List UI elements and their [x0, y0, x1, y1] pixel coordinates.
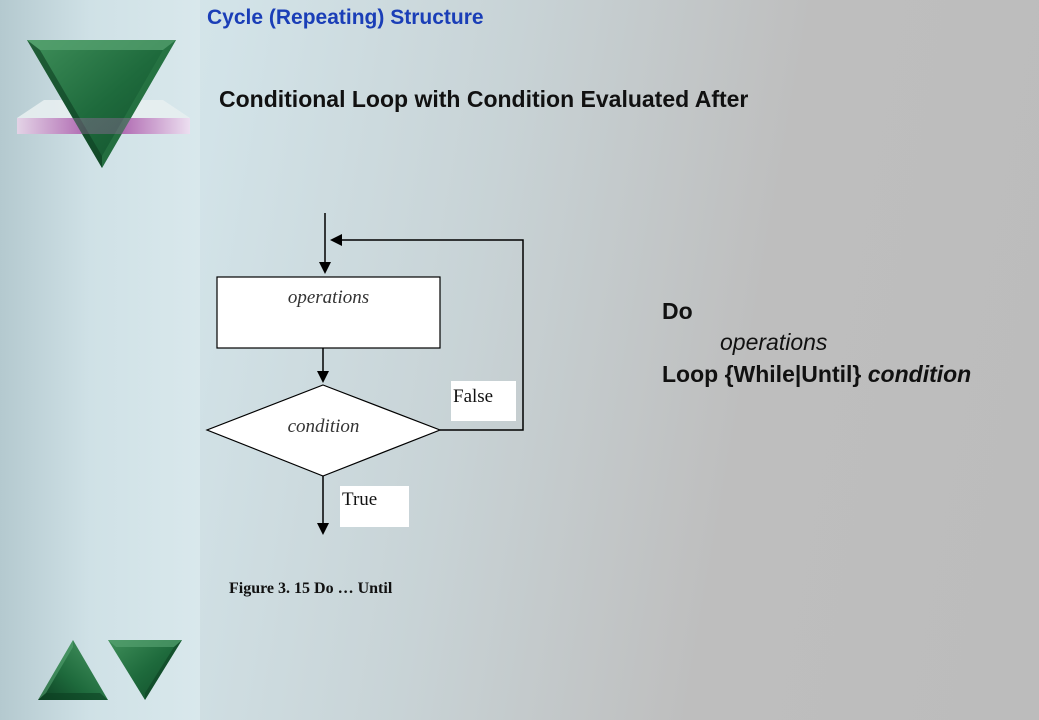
gem-triangle-up-icon [38, 640, 108, 700]
slide-subtitle: Conditional Loop with Condition Evaluate… [219, 86, 749, 112]
gem-triangle-down-icon [27, 40, 176, 168]
false-label-box [451, 381, 516, 421]
process-box [216, 276, 441, 349]
bottom-gems [38, 640, 182, 700]
process-label: operations [287, 287, 370, 308]
decision-label: condition [287, 416, 360, 437]
slide-title: Cycle (Repeating) Structure [207, 6, 484, 29]
false-loop-arrow [330, 234, 524, 431]
true-label-box [340, 486, 409, 527]
figure-caption: Figure 3. 15 Do … Until [229, 580, 393, 597]
syntax-loop-line: Loop {While|Until} condition [662, 361, 971, 388]
flowchart [205, 213, 524, 535]
logo-emblem [17, 40, 190, 168]
syntax-do: Do [662, 298, 693, 324]
gem-triangle-down-small-icon [108, 640, 182, 700]
true-label: True [342, 489, 378, 510]
syntax-loop-condition: condition [867, 361, 972, 387]
false-label: False [453, 386, 494, 407]
syntax-operations: operations [720, 329, 828, 355]
syntax-loop-keyword: Loop {While|Until} [662, 361, 862, 387]
